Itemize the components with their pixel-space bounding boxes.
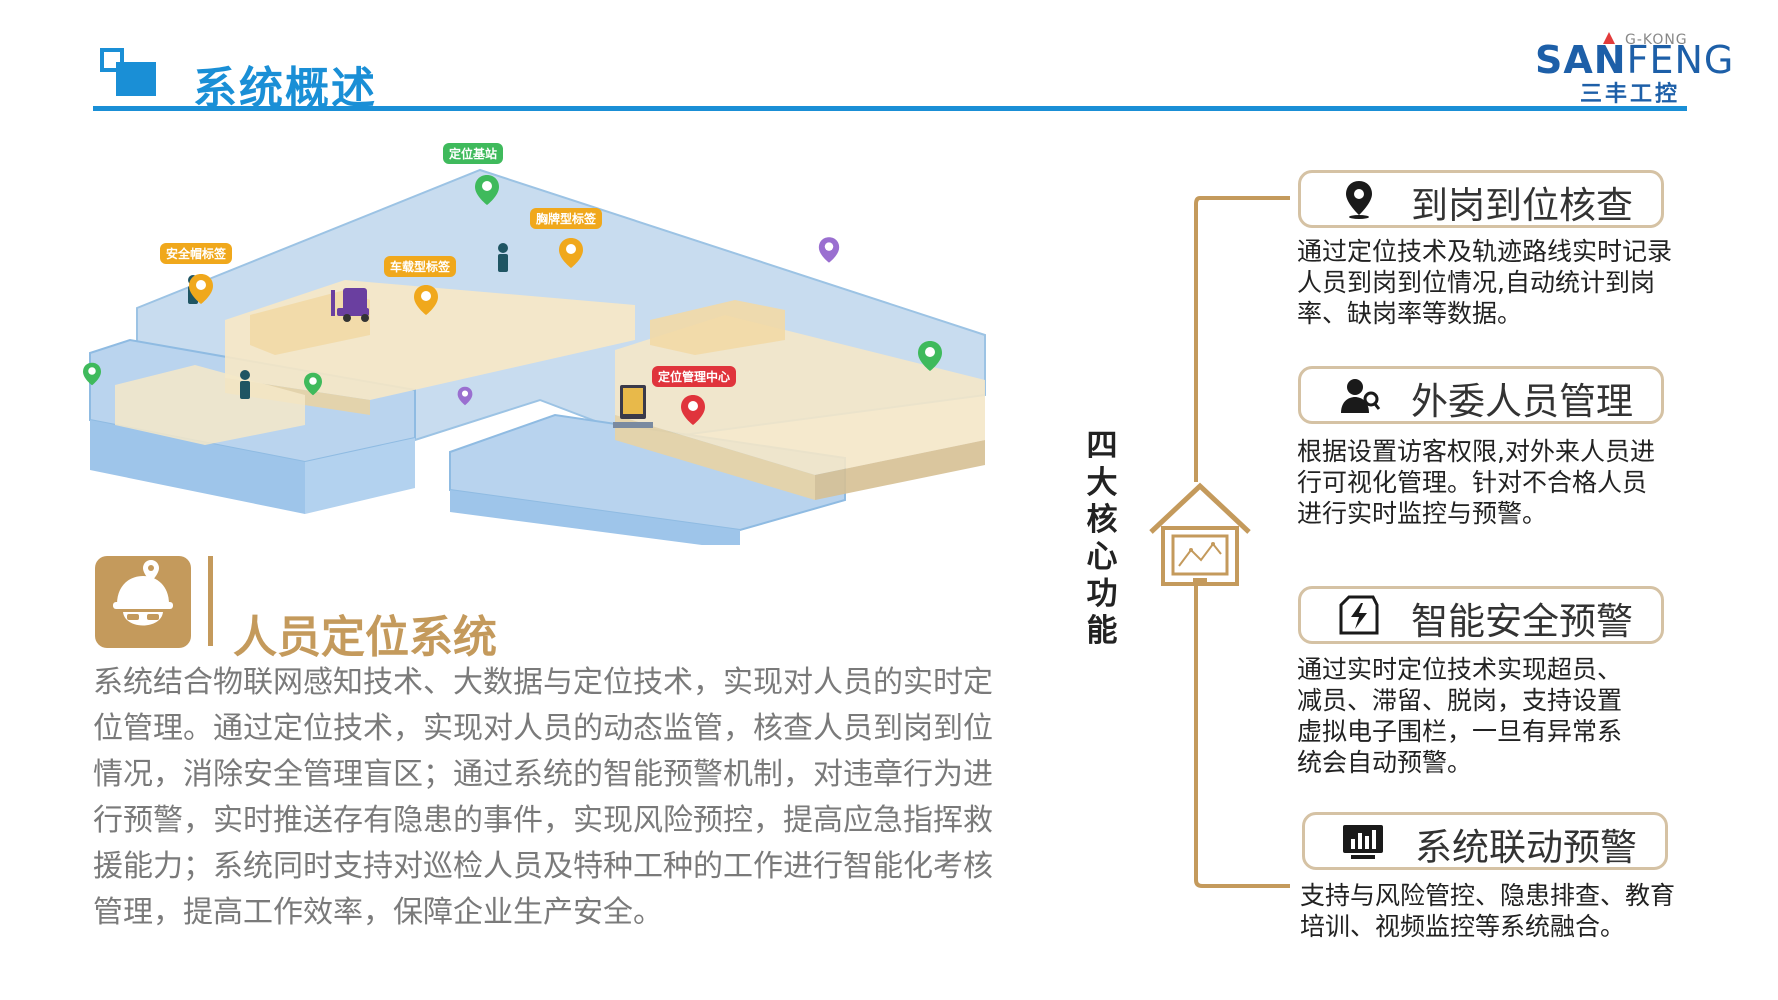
feature-desc-1: 通过定位技术及轨迹路线实时记录人员到岗到位情况,自动统计到岗率、缺岗率等数据。 [1297, 237, 1673, 328]
feature-title-2: 外委人员管理 [1411, 380, 1633, 423]
callout-base-station: 定位基站 [443, 143, 504, 164]
logo-sanfeng: SANFENG [1535, 38, 1734, 82]
feature-title-3: 智能安全预警 [1411, 600, 1633, 643]
core-functions-label: 四大核心功能 [1086, 428, 1118, 649]
system-title: 人员定位系统 [233, 612, 497, 663]
feature-box-3: 智能安全预警 [1298, 586, 1664, 644]
logo-feng: FENG [1626, 38, 1735, 82]
map-pin-purple-2 [457, 386, 473, 406]
lightning-shield-icon [1339, 595, 1379, 635]
map-pin-green-3 [918, 341, 942, 371]
map-pin-green-1 [83, 362, 101, 386]
feature-title-1: 到岗到位核查 [1411, 184, 1633, 227]
map-pin-vehicle-tag [414, 285, 438, 315]
feature-desc-2: 根据设置访客权限,对外来人员进行可视化管理。针对不合格人员进行实时监控与预警。 [1297, 437, 1655, 528]
callout-control-center: 定位管理中心 [652, 366, 737, 387]
map-pin-helmet-tag [189, 274, 213, 304]
feature-box-4: 系统联动预警 [1302, 812, 1668, 870]
system-title-divider [208, 556, 213, 646]
logo-gkong: G-KONG [1625, 32, 1688, 48]
map-pin-badge-tag [559, 238, 583, 268]
feature-box-1: 到岗到位核查 [1298, 170, 1664, 228]
map-pin-control-center [681, 395, 705, 425]
callout-vehicle-tag: 车载型标签 [384, 256, 457, 277]
monitor-chart-icon [1343, 825, 1383, 859]
squares-icon [100, 48, 156, 96]
logo-chinese: 三丰工控 [1580, 82, 1681, 107]
map-pin-green-2 [304, 372, 322, 396]
house-screen-icon [1149, 482, 1251, 586]
helmet-worker-icon [95, 556, 191, 648]
system-description: 系统结合物联网感知技术、大数据与定位技术，实现对人员的实时定位管理。通过定位技术… [93, 665, 993, 930]
feature-box-2: 外委人员管理 [1298, 366, 1664, 424]
map-pin-purple-1 [818, 237, 840, 263]
feature-title-4: 系统联动预警 [1415, 826, 1637, 869]
logo-red-accent [1603, 32, 1615, 44]
logo-san: SAN [1535, 38, 1627, 82]
page-title: 系统概述 [193, 63, 377, 114]
callout-badge-tag: 胸牌型标签 [530, 208, 603, 229]
factory-map-illustration [89, 168, 986, 545]
core-connector-lines [1194, 196, 1290, 888]
callout-helmet-tag: 安全帽标签 [160, 243, 233, 264]
person-search-icon [1341, 379, 1381, 413]
header-logo-mark [100, 48, 158, 98]
header-divider [93, 106, 1687, 111]
map-pin-base-station [475, 175, 499, 205]
feature-desc-3: 通过实时定位技术实现超员、减员、滞留、脱岗，支持设置虚拟电子围栏，一旦有异常系统… [1297, 655, 1623, 777]
feature-desc-4: 支持与风险管控、隐患排查、教育培训、视频监控等系统融合。 [1300, 881, 1676, 941]
location-pin-icon [1346, 181, 1372, 219]
